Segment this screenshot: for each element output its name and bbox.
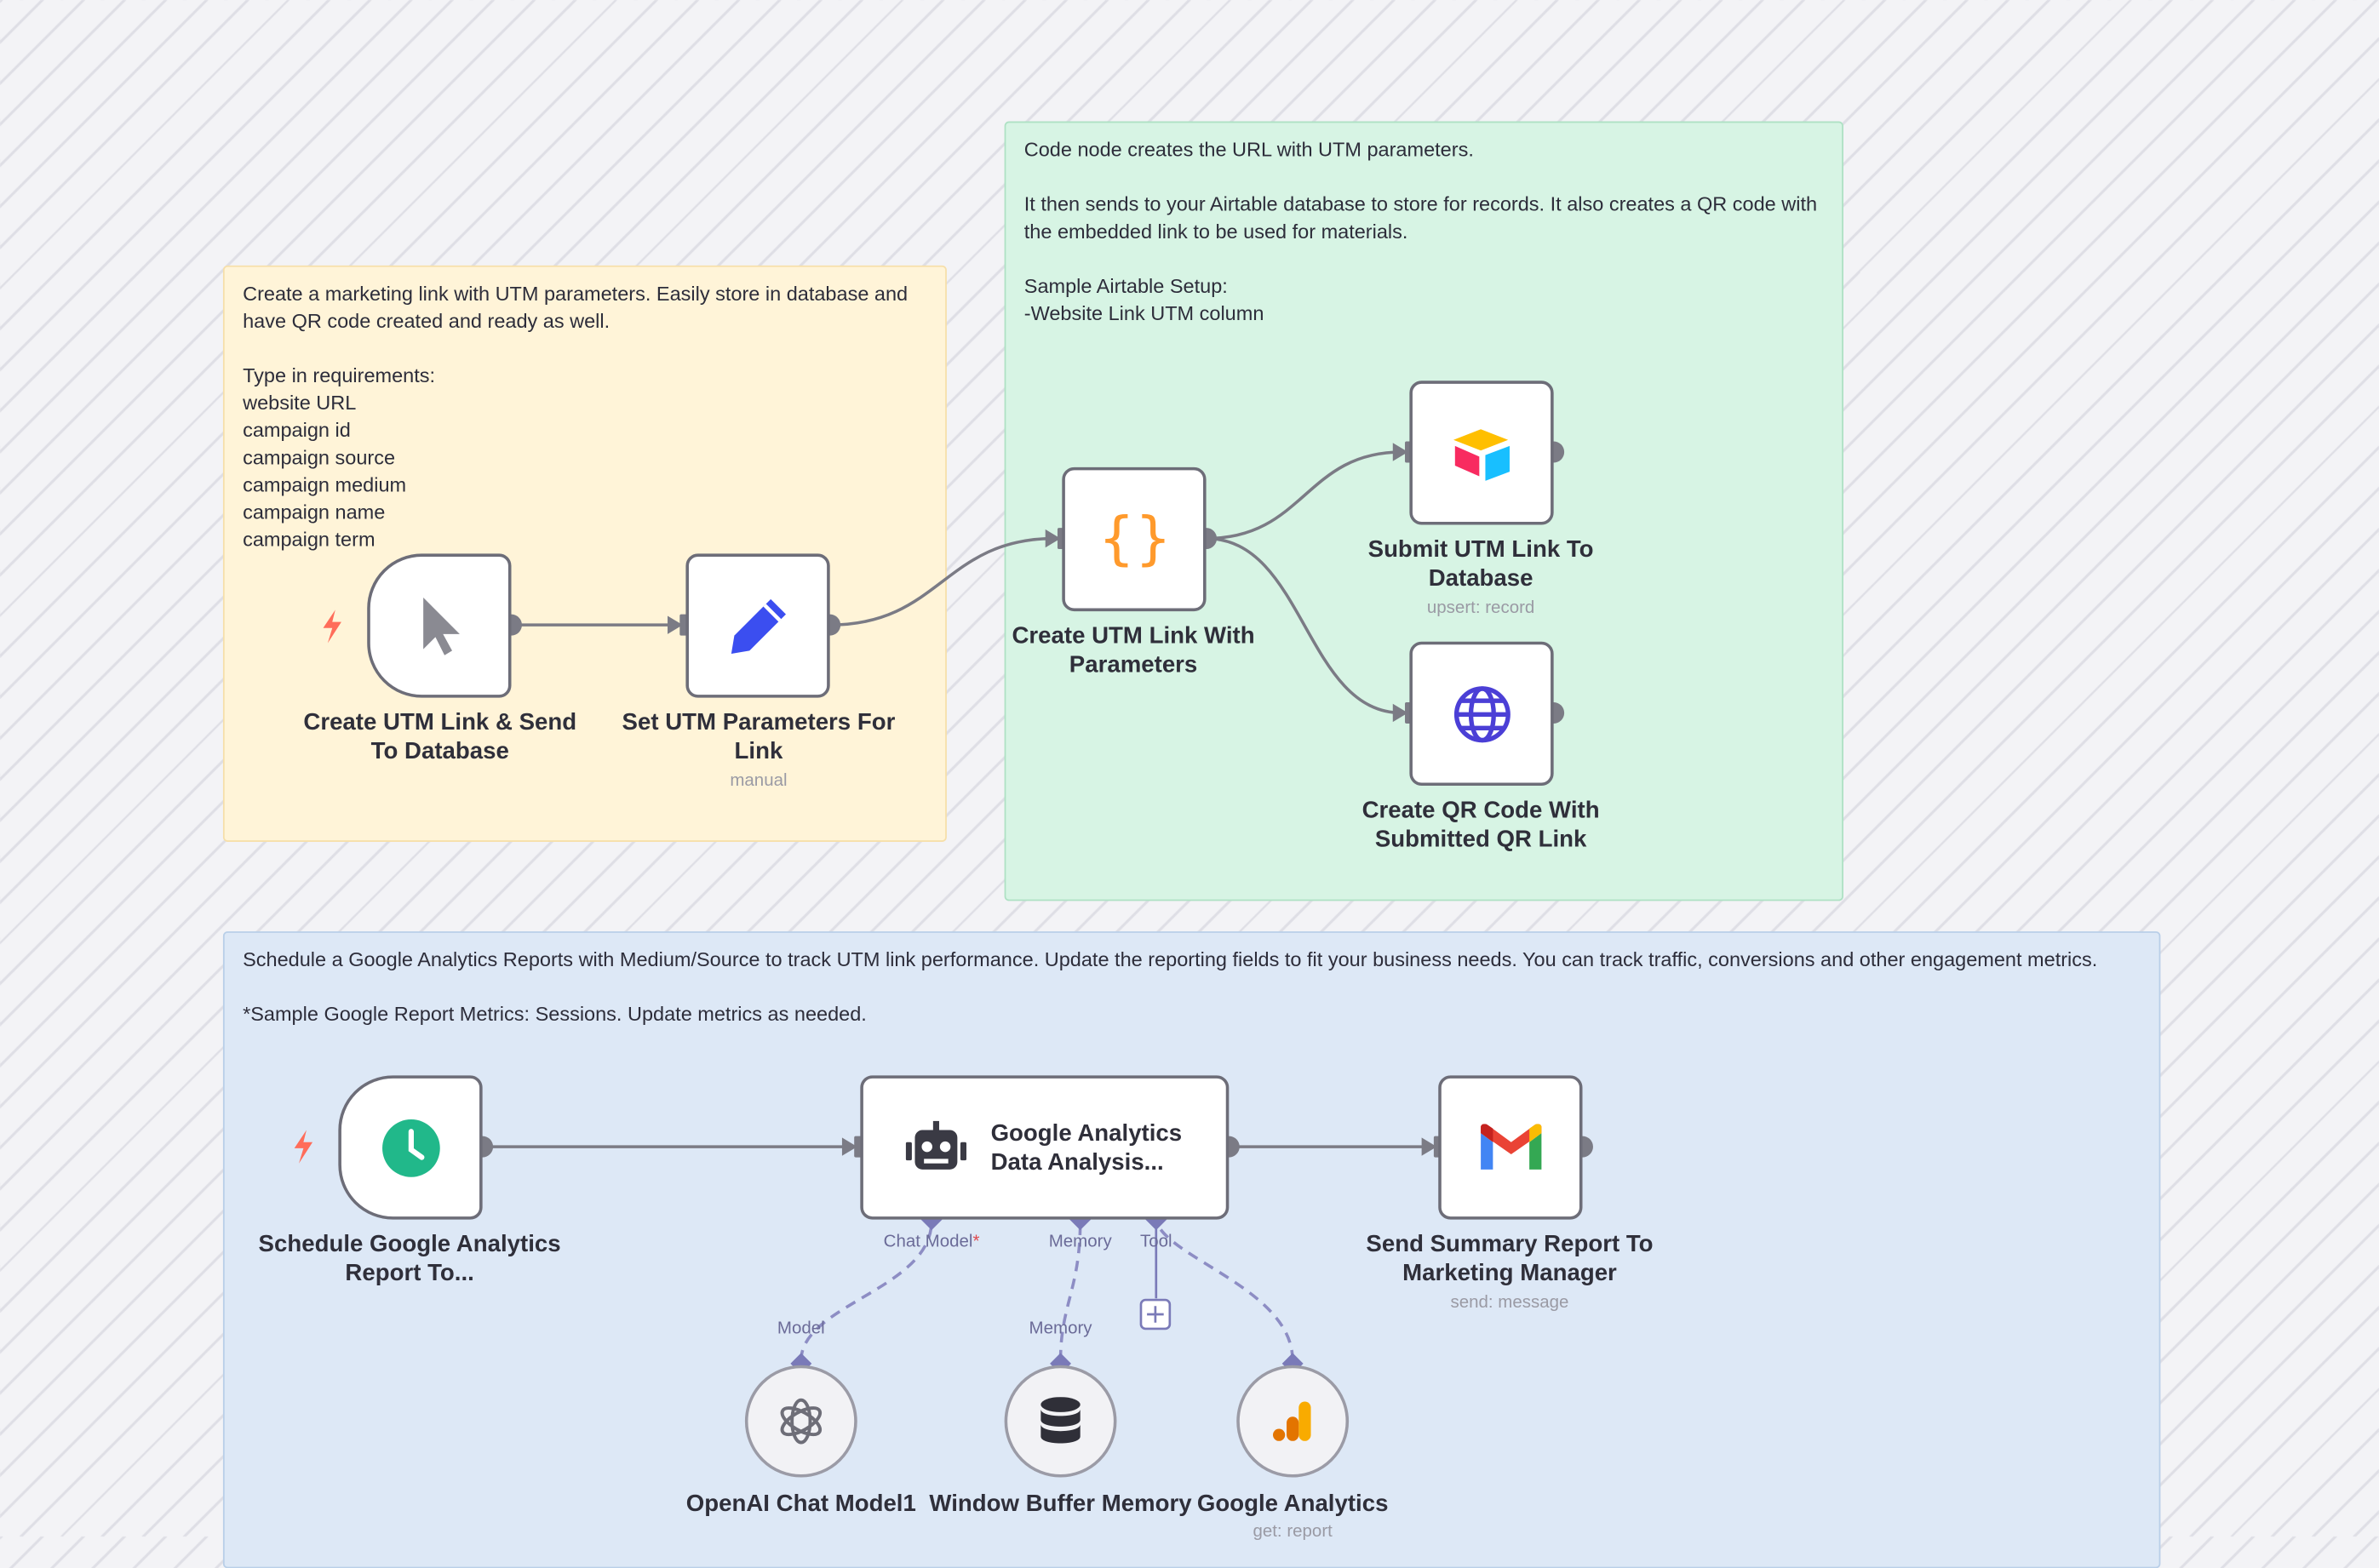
node-google-analytics-tool[interactable] [1236,1365,1350,1478]
port-label-chat-model: Chat Model* [883,1233,980,1252]
robot-icon [905,1119,967,1169]
node-label: Submit UTM Link To Database [1367,536,1594,592]
google-analytics-icon [1272,1401,1311,1441]
edge-memory-to-agent [1058,1221,1082,1361]
port-label-memory: Memory [1048,1233,1112,1252]
edge-code-to-airtable [1206,450,1402,541]
sticky-note-yellow[interactable]: Create a marketing link with UTM paramet… [222,265,947,842]
node-manual-trigger[interactable] [367,553,512,698]
globe-icon [1453,685,1510,742]
node-label: Set UTM Parameters For Link [622,709,896,765]
edge-code-to-qr [1206,536,1402,715]
node-subtitle: send: message [1450,1293,1569,1313]
clock-icon [381,1119,439,1176]
svg-text:{}: {} [1101,506,1167,571]
node-label: Create QR Code With Submitted QR Link [1361,798,1600,853]
database-icon [1040,1397,1081,1444]
pencil-icon [730,598,786,654]
node-label: Create UTM Link With Parameters [1012,623,1255,678]
node-schedule-trigger[interactable] [338,1075,483,1220]
edge-set-to-code [829,536,1055,627]
sticky-note-blue[interactable]: Schedule a Google Analytics Reports with… [222,931,2161,1568]
airtable-icon [1453,428,1510,480]
node-http-qr-code[interactable] [1409,641,1554,787]
node-label: Create UTM Link & Send To Database [303,709,577,765]
node-subtitle: upsert: record [1426,598,1535,618]
node-code[interactable]: {} [1062,466,1207,612]
edge-model-to-chatmodel [800,1221,933,1361]
trigger-bolt-icon [323,609,341,644]
port-label-memory-in: Memory [1029,1319,1092,1338]
port-label-tool: Tool [1139,1233,1172,1252]
trigger-bolt-icon [294,1130,313,1164]
node-gmail[interactable] [1438,1075,1583,1220]
node-agent-title: Google Analytics Data Analysis... [990,1119,1183,1176]
node-subtitle: manual [730,771,788,791]
port-label-model: Model [777,1319,825,1338]
node-label: Google Analytics [1196,1491,1389,1517]
node-label: Window Buffer Memory [929,1491,1192,1517]
openai-icon [780,1398,823,1445]
node-window-buffer-memory[interactable] [1004,1365,1117,1478]
node-openai-chat-model[interactable] [744,1365,857,1478]
cursor-icon [422,597,460,655]
code-braces-icon: {} [1101,506,1167,571]
node-ai-agent[interactable]: Google Analytics Data Analysis... [860,1075,1230,1220]
node-subtitle: get: report [1253,1523,1333,1542]
node-label: Schedule Google Analytics Report To... [258,1231,561,1287]
node-set-utm-parameters[interactable] [685,553,830,698]
edge-tool-to-agent [1155,1220,1294,1361]
node-label: OpenAI Chat Model1 [685,1491,916,1517]
node-airtable[interactable] [1409,381,1554,525]
gmail-icon [1480,1123,1541,1169]
node-label: Send Summary Report To Marketing Manager [1366,1231,1654,1287]
